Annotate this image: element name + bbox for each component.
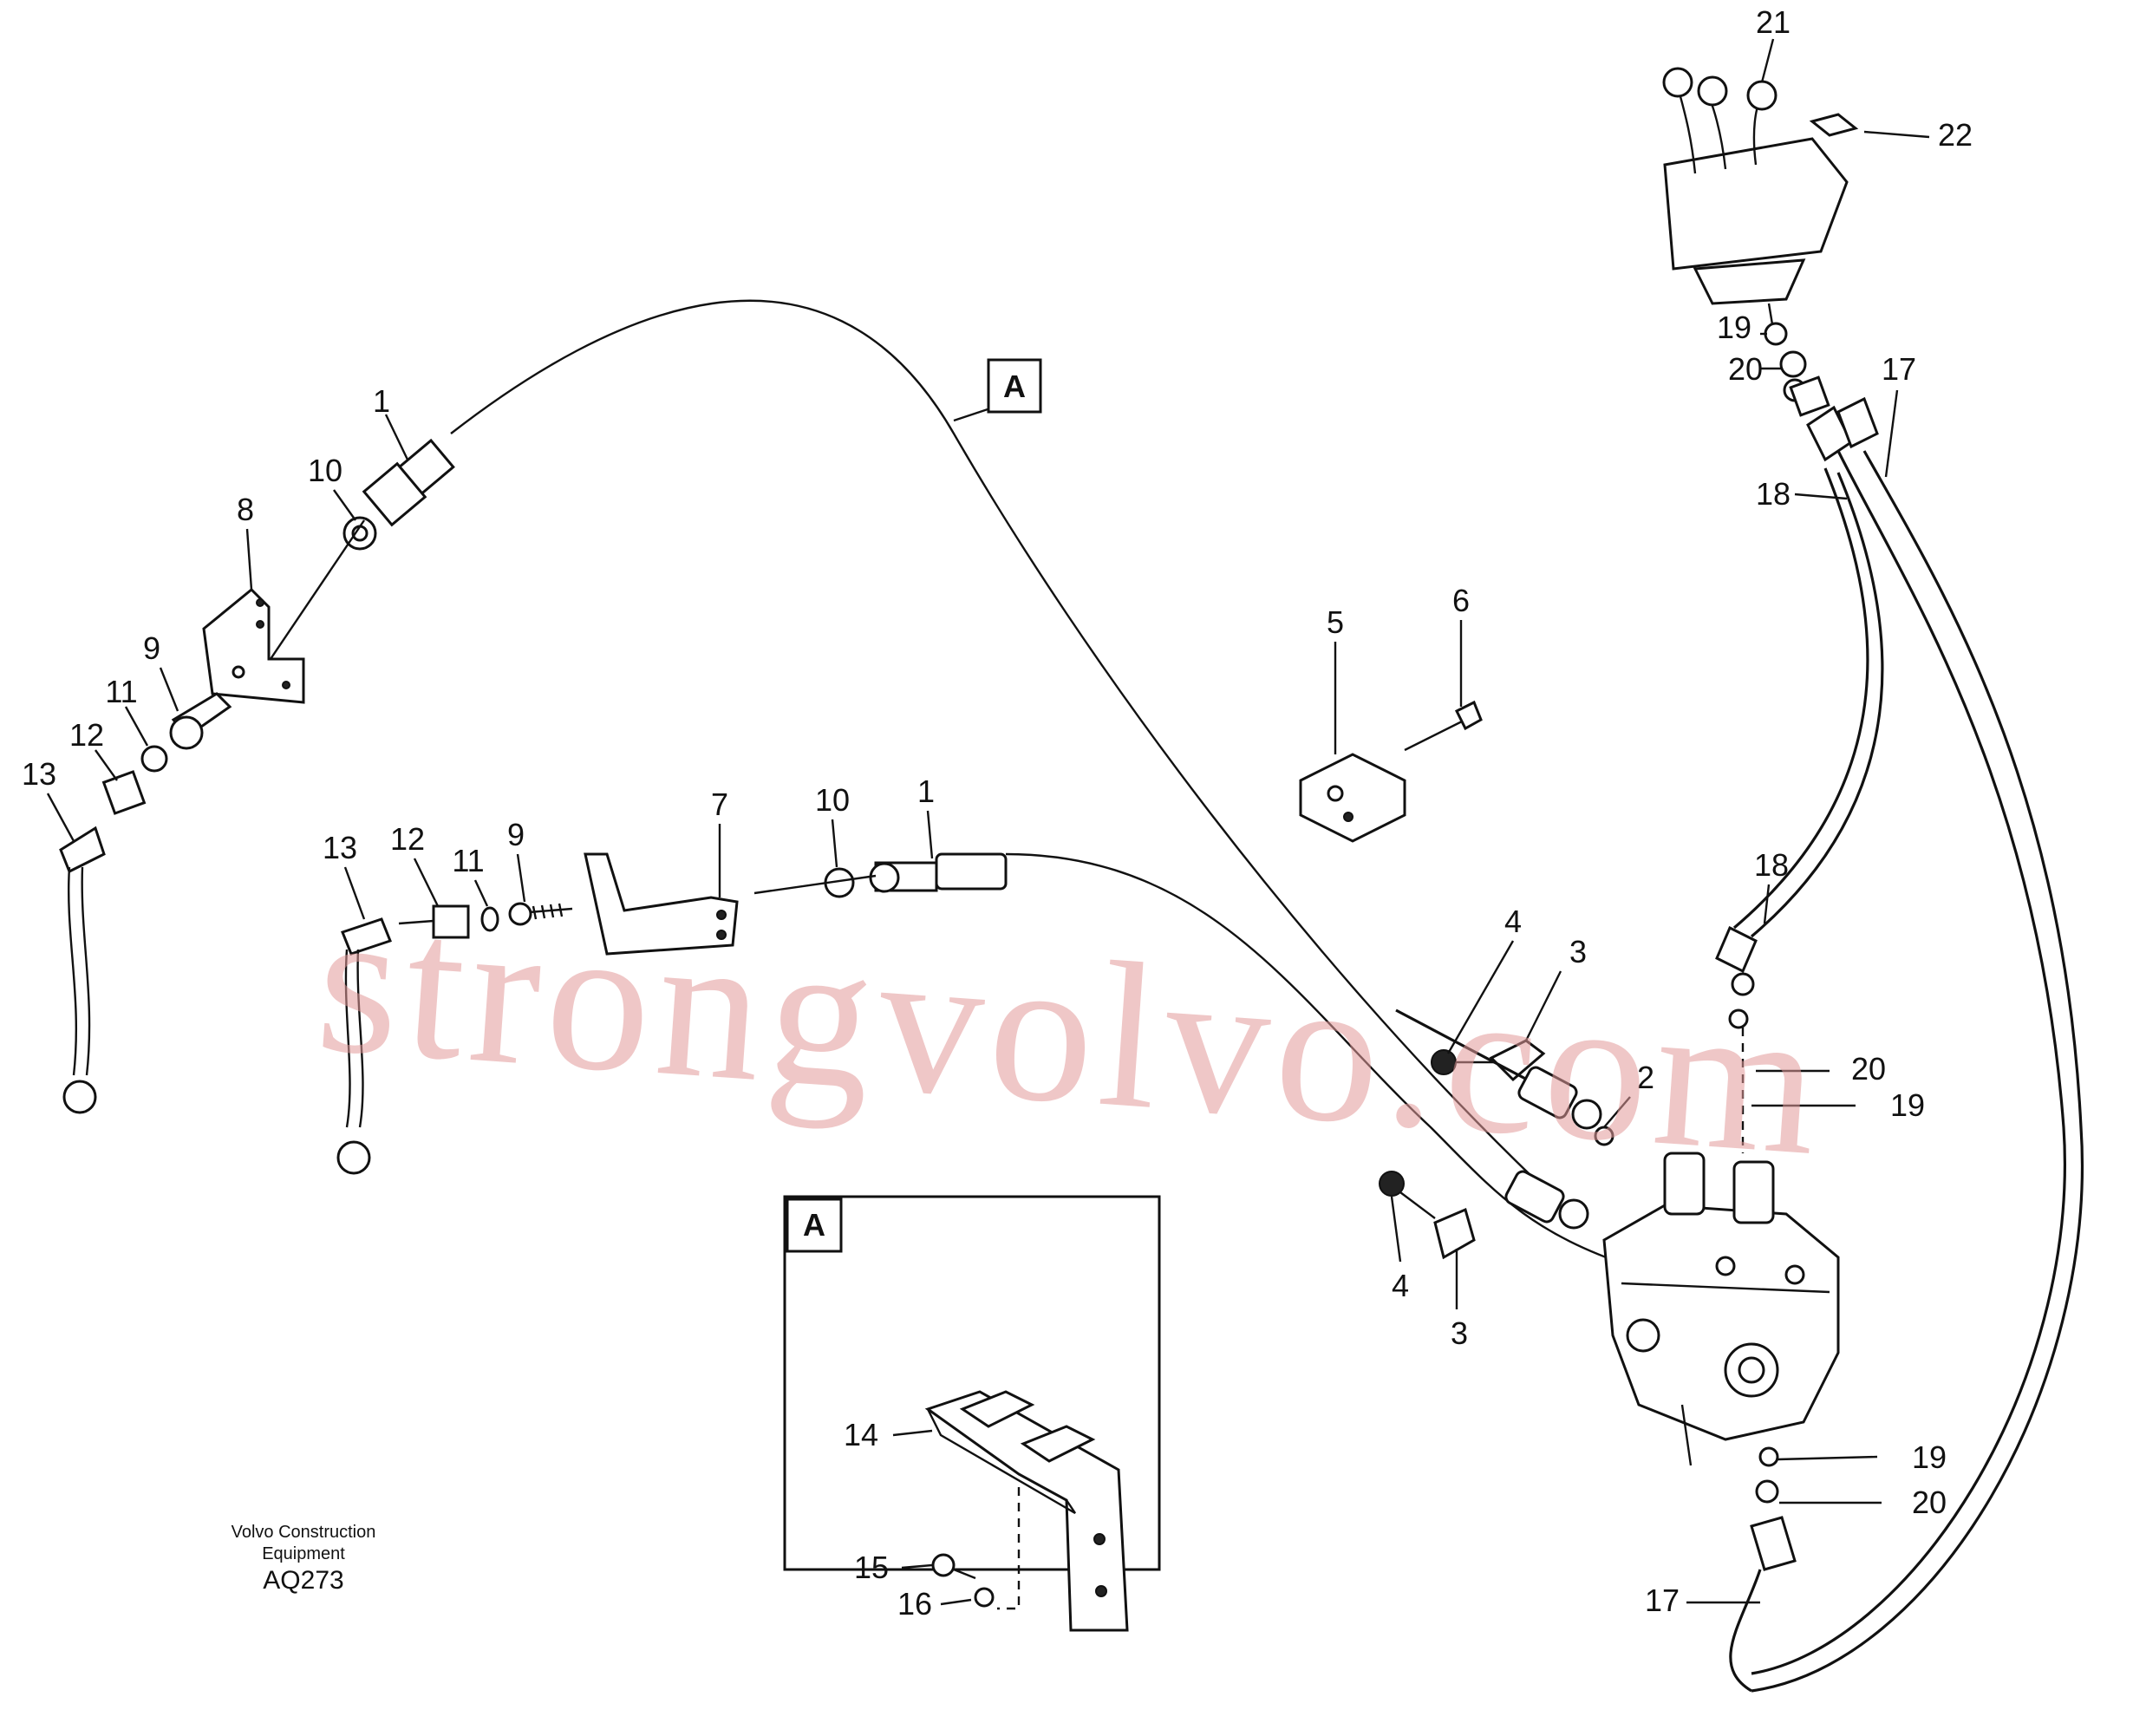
caption-code: AQ273 [263,1566,343,1595]
chain-middle [336,917,392,1175]
detail-a-label-box [786,1198,843,1253]
washer-16 [940,1487,1021,1610]
callout-19-mid: 19 [1890,1087,1925,1123]
callout-11-mid: 11 [452,843,484,878]
callout-13-left: 13 [22,756,56,792]
callout-3-bot: 3 [1451,1315,1468,1351]
callout-3-top: 3 [1569,934,1587,969]
fitting-9-11-12-middle [398,902,573,939]
clamp-3-top [1431,1039,1546,1082]
callout-9-top: 9 [143,630,160,666]
callout-17-bot: 17 [1645,1583,1680,1618]
fitting-9-11-12-top [101,692,232,815]
caption-company-line1: Volvo Construction [232,1523,376,1542]
cable-middle [1005,852,1631,1268]
callout-4-top: 4 [1504,904,1522,939]
callout-13-mid: 13 [323,830,357,865]
callout-a-leader [953,406,994,422]
callout-group-middle: 13 12 11 9 7 10 1 [323,773,935,920]
callout-a-box [987,358,1042,414]
callout-group-valve: 5 6 4 3 2 4 3 [1327,583,1654,1351]
callout-10-top: 10 [308,453,342,488]
bracket-14 [924,1390,1129,1632]
callout-22: 22 [1938,117,1973,153]
callout-group-top-left: 1 10 8 9 11 12 13 [22,383,409,842]
callout-20-low: 20 [1912,1485,1947,1520]
control-lever-unit [1662,67,1859,330]
watermark-text: strongvolvo.com [311,864,1832,1199]
callout-20-mid: 20 [1851,1051,1886,1087]
block-5 [1299,700,1483,843]
callout-14: 14 [844,1417,878,1452]
callout-1-top: 1 [373,383,390,419]
callout-9-mid: 9 [507,817,525,852]
bracket-7 [584,852,739,956]
callout-20-top: 20 [1728,351,1763,387]
callout-19-low: 19 [1912,1439,1947,1475]
callout-16: 16 [897,1586,932,1622]
callout-2: 2 [1637,1060,1654,1095]
bracket-8 [202,587,305,704]
clamp-3-bottom [1379,1171,1476,1260]
cable-end-top [246,438,455,695]
detail-a-inset: A 14 15 16 [783,1195,1161,1632]
callout-18-top: 18 [1756,476,1791,512]
callout-21: 21 [1756,4,1791,40]
callout-15: 15 [854,1550,889,1585]
callout-1-mid: 1 [917,773,935,809]
callout-19-top: 19 [1717,310,1751,345]
control-valve [1602,1152,1840,1466]
hoses-17-18 [1715,322,2084,1693]
chain-left [59,826,106,1114]
callout-6: 6 [1452,583,1470,618]
callout-group-right: 21 22 19 20 17 18 18 20 19 19 20 17 [1645,4,1973,1618]
hose-fittings-mid [1395,1008,1614,1230]
callout-5: 5 [1327,604,1344,640]
callout-8: 8 [237,492,254,527]
caption-company-line2: Equipment [262,1544,345,1563]
detail-a-label: A [803,1207,825,1243]
callout-7: 7 [711,786,728,822]
cable-end-middle [753,852,1008,898]
callout-10-mid: 10 [815,782,850,818]
callout-a-label: A [1003,369,1026,404]
callout-4-bot: 4 [1392,1268,1409,1303]
cable-a-top [450,299,1536,1180]
callout-12-mid: 12 [390,821,425,857]
callout-18-mid: 18 [1754,847,1789,883]
callout-12-top: 12 [69,717,104,753]
callout-11-top: 11 [105,674,137,709]
screw-15 [901,1553,976,1580]
callout-17-top: 17 [1882,351,1916,387]
